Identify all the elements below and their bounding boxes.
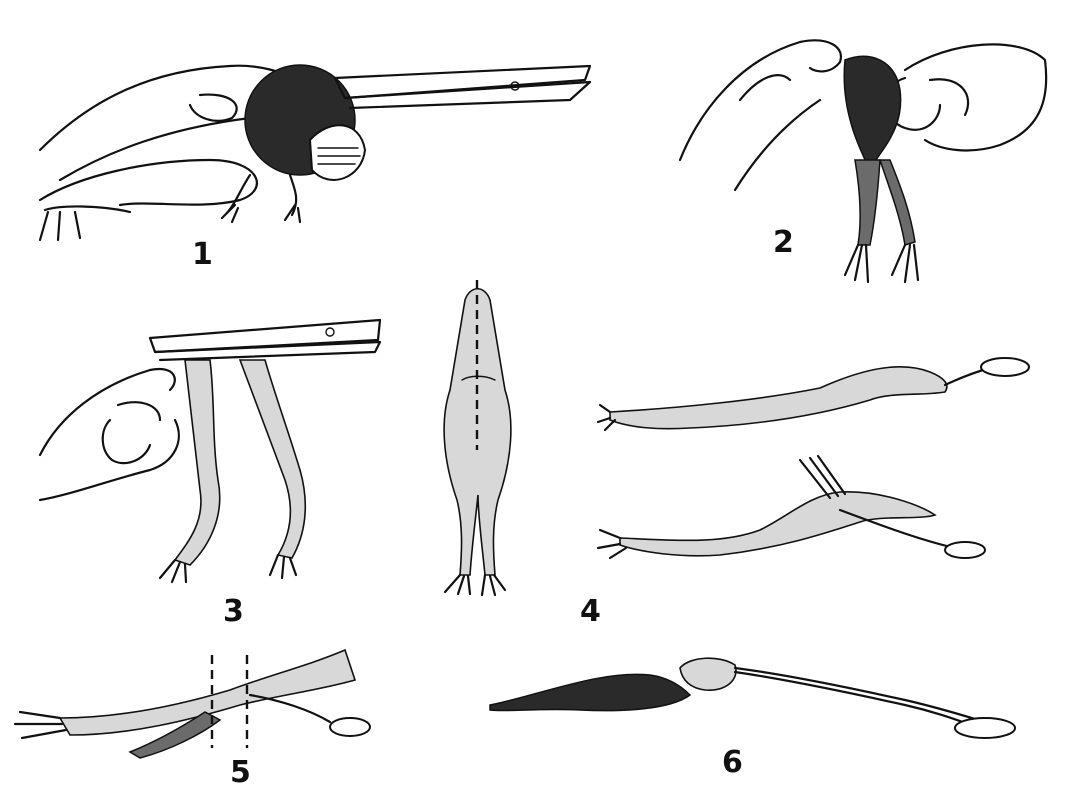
step-number-6: 6 <box>722 748 743 778</box>
